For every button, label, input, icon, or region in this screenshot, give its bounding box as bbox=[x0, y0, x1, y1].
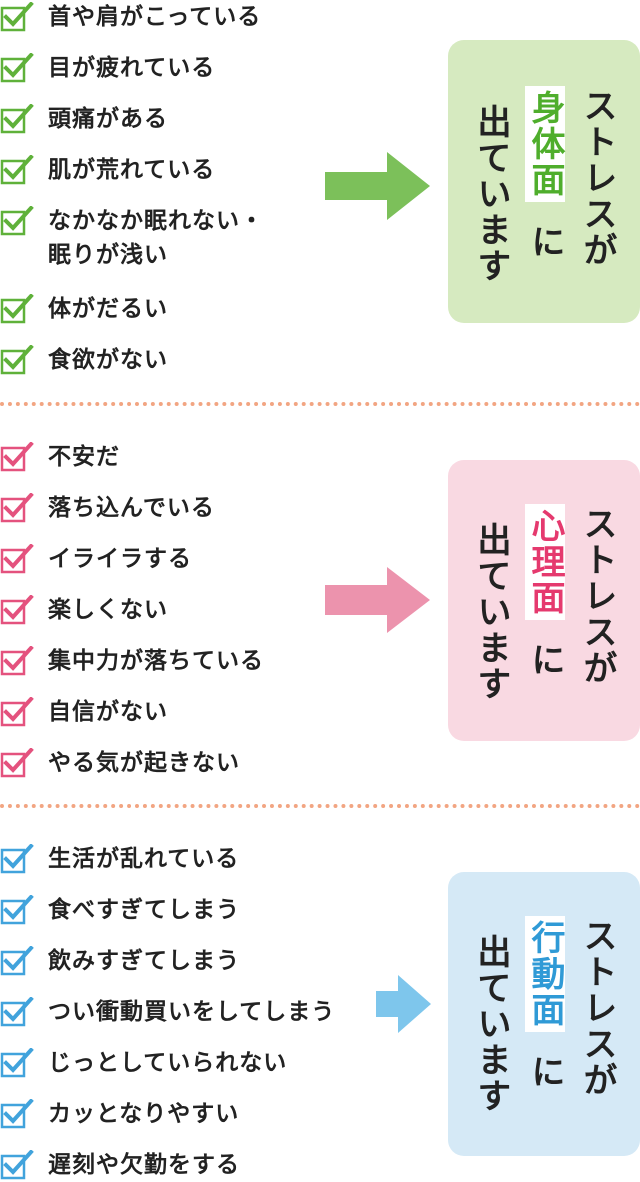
checkbox-checked-icon bbox=[0, 442, 34, 472]
arrow-right-icon bbox=[325, 152, 430, 220]
stress-box-physical: ストレスが 身体面に 出ています bbox=[448, 40, 640, 323]
checkbox-checked-icon bbox=[0, 206, 34, 236]
check-item: 不安だ bbox=[0, 440, 120, 474]
checkbox-checked-icon bbox=[0, 104, 34, 134]
checkbox-checked-icon bbox=[0, 946, 34, 976]
check-item: 飲みすぎてしまう bbox=[0, 944, 240, 978]
checkbox-checked-icon bbox=[0, 493, 34, 523]
check-item: 食べすぎてしまう bbox=[0, 893, 240, 927]
box-highlight: 行動面 bbox=[525, 916, 565, 1032]
check-item: 集中力が落ちている bbox=[0, 644, 264, 678]
check-item: 遅刻や欠勤をする bbox=[0, 1148, 240, 1182]
check-item: イライラする bbox=[0, 542, 192, 576]
box-highlight-line: 行動面に bbox=[521, 916, 570, 1090]
check-item: やる気が起きない bbox=[0, 746, 240, 780]
checkbox-checked-icon bbox=[0, 1150, 34, 1180]
dotted-divider bbox=[0, 402, 640, 406]
box-line1: ストレスが bbox=[577, 88, 617, 268]
checkbox-checked-icon bbox=[0, 646, 34, 676]
checkbox-checked-icon bbox=[0, 844, 34, 874]
box-highlight: 心理面 bbox=[525, 504, 565, 620]
check-item: なかなか眠れない・ 眠りが浅い bbox=[0, 204, 264, 276]
checkbox-checked-icon bbox=[0, 997, 34, 1027]
check-item: 頭痛がある bbox=[0, 102, 168, 136]
box-particle: に bbox=[525, 1054, 565, 1090]
box-highlight-line: 身体面に bbox=[521, 86, 570, 260]
checkbox-checked-icon bbox=[0, 53, 34, 83]
check-item: 生活が乱れている bbox=[0, 842, 239, 876]
checkbox-checked-icon bbox=[0, 294, 34, 324]
box-line3: 出ています bbox=[471, 934, 511, 1114]
stress-box-behavior: ストレスが 行動面に 出ています bbox=[448, 872, 640, 1156]
checkbox-checked-icon bbox=[0, 1048, 34, 1078]
dotted-divider bbox=[0, 804, 640, 808]
checkbox-checked-icon bbox=[0, 2, 34, 32]
check-item: 食欲がない bbox=[0, 343, 168, 377]
check-item: じっとしていられない bbox=[0, 1046, 287, 1080]
check-item: 肌が荒れている bbox=[0, 153, 215, 187]
box-line3: 出ています bbox=[471, 522, 511, 702]
check-item: 目が疲れている bbox=[0, 51, 215, 85]
checkbox-checked-icon bbox=[0, 155, 34, 185]
checkbox-checked-icon bbox=[0, 1099, 34, 1129]
box-line3: 出ています bbox=[471, 104, 511, 284]
checkbox-checked-icon bbox=[0, 748, 34, 778]
arrow-right-icon bbox=[376, 975, 431, 1033]
check-item: つい衝動買いをしてしまう bbox=[0, 995, 335, 1029]
checkbox-checked-icon bbox=[0, 895, 34, 925]
checkbox-checked-icon bbox=[0, 595, 34, 625]
arrow-right-icon bbox=[325, 567, 430, 633]
box-line1: ストレスが bbox=[577, 918, 617, 1098]
box-particle: に bbox=[525, 224, 565, 260]
checkbox-checked-icon bbox=[0, 697, 34, 727]
box-highlight: 身体面 bbox=[525, 86, 565, 202]
check-item: 体がだるい bbox=[0, 292, 168, 326]
box-highlight-line: 心理面に bbox=[521, 504, 570, 678]
check-item: 楽しくない bbox=[0, 593, 168, 627]
stress-box-mental: ストレスが 心理面に 出ています bbox=[448, 460, 640, 741]
check-item: 首や肩がこっている bbox=[0, 0, 261, 34]
check-item: 落ち込んでいる bbox=[0, 491, 215, 525]
check-item: 自信がない bbox=[0, 695, 168, 729]
check-item: カッとなりやすい bbox=[0, 1097, 239, 1131]
checkbox-checked-icon bbox=[0, 345, 34, 375]
box-line1: ストレスが bbox=[577, 506, 617, 686]
box-particle: に bbox=[525, 642, 565, 678]
checkbox-checked-icon bbox=[0, 544, 34, 574]
